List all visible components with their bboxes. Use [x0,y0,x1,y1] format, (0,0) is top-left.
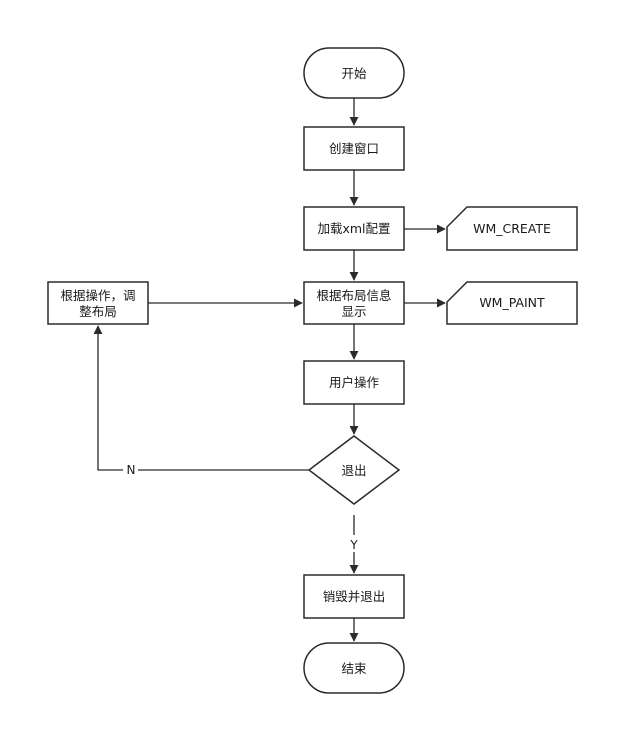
edge-label-yes: Y [349,538,358,552]
adjust-layout-label-line1: 根据操作，调 [60,288,135,303]
create-window-box: 创建窗口 [303,126,405,171]
show-layout-label-line2: 显示 [341,304,366,319]
load-xml-box: 加载xml配置 [303,206,405,251]
wm-paint-label: WM_PAINT [479,295,545,310]
adjust-layout-box: 根据操作，调 整布局 [47,281,149,325]
show-layout-label-line1: 根据布局信息 [316,288,391,303]
end-label: 结束 [341,661,367,676]
adjust-layout-label-line2: 整布局 [79,304,117,319]
end-terminator: 结束 [303,642,405,694]
wm-create-card: WM_CREATE [446,206,578,251]
load-xml-label: 加载xml配置 [317,221,390,236]
edge-exit-no-to-adjust [93,325,309,471]
create-window-label: 创建窗口 [329,141,379,156]
wm-paint-card: WM_PAINT [446,281,578,325]
destroy-exit-box: 销毁并退出 [303,574,405,619]
user-action-box: 用户操作 [303,360,405,405]
edge-label-no: N [127,463,136,477]
wm-create-label: WM_CREATE [473,221,551,236]
exit-decision-label: 退出 [341,463,366,478]
show-layout-box: 根据布局信息 显示 [303,281,405,325]
start-terminator: 开始 [303,47,405,99]
start-label: 开始 [341,66,367,81]
destroy-exit-label: 销毁并退出 [323,589,386,604]
user-action-label: 用户操作 [329,375,380,390]
exit-decision-diamond: 退出 [307,435,401,505]
